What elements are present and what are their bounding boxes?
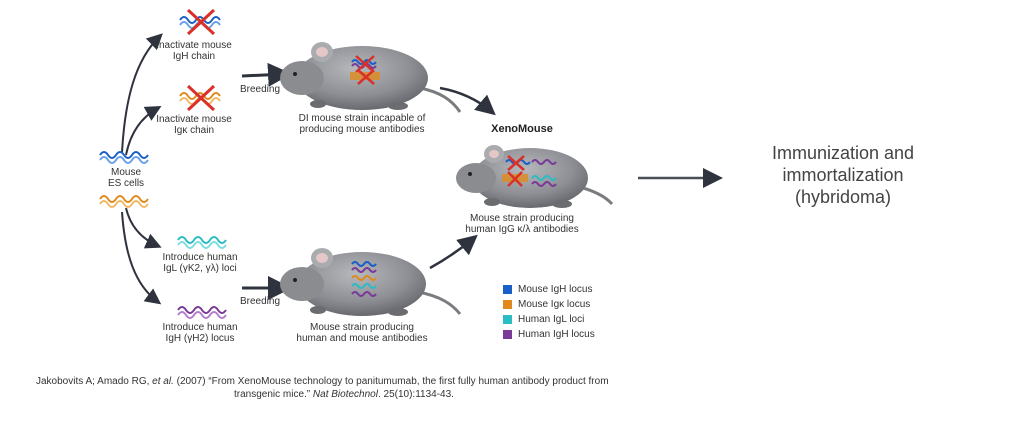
mouse-di (280, 42, 462, 113)
legend-swatch (503, 300, 512, 309)
dna-igk-crossed (179, 84, 221, 112)
arrow-to-human-igh (121, 211, 162, 305)
arrow-to-igl (125, 207, 162, 249)
dna-es-blue (99, 151, 149, 164)
dna-human-igl (177, 236, 227, 249)
legend-item-human-igl: Human IgL loci (503, 312, 595, 327)
arrow-to-igh (121, 33, 163, 153)
legend-item-human-igh: Human IgH locus (503, 327, 595, 342)
legend-swatch (503, 330, 512, 339)
dna-human-igh (177, 306, 227, 319)
dna-es-orange (99, 195, 149, 208)
arrow-di-to-xeno (439, 86, 496, 116)
legend-item-mouse-igh: Mouse IgH locus (503, 282, 595, 297)
legend-item-mouse-igk: Mouse Igκ locus (503, 297, 595, 312)
dna-igh-crossed (179, 8, 221, 36)
arrow-hm-to-xeno (429, 234, 478, 270)
label-xenomouse: XenoMouse (491, 123, 553, 135)
legend: Mouse IgH locus Mouse Igκ locus Human Ig… (503, 282, 595, 342)
legend-swatch (503, 315, 512, 324)
citation: Jakobovits A; Amado RG, et al. (2007) “F… (36, 376, 609, 400)
breeding-arrow-top (241, 62, 292, 87)
mouse-hm (280, 248, 462, 316)
legend-swatch (503, 285, 512, 294)
label-breeding-bottom: Breeding (240, 296, 281, 307)
arrow-to-igk (125, 106, 162, 156)
immunization-text: Immunization and immortalization (hybrid… (771, 143, 915, 207)
mouse-xeno (456, 145, 614, 208)
label-breeding-top: Breeding (240, 84, 281, 95)
